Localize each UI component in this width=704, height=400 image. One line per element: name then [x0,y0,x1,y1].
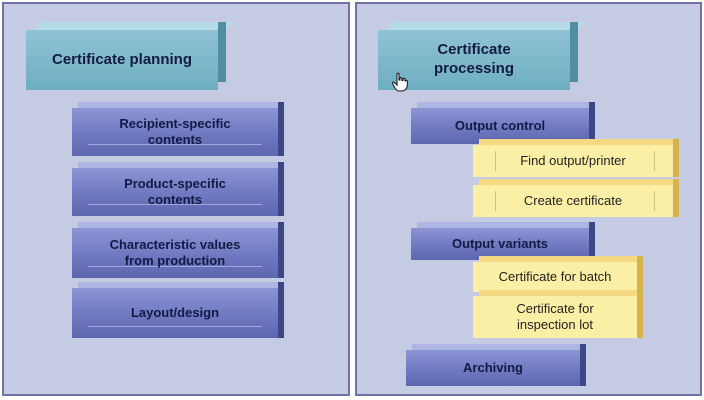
layout-design-block: Layout/design [72,282,284,338]
recipient-specific-label: Recipient-specific contents [119,115,231,147]
recipient-specific-block: Recipient-specific contents [72,102,284,156]
product-specific-label: Product-specific contents [124,175,226,207]
characteristic-values-label: Characteristic values from production [109,236,241,268]
certificate-planning-label: Certificate planning [51,50,193,68]
certificate-for-batch-label: Certificate for batch [498,268,612,284]
certificate-processing-label: Certificate processing [433,41,515,77]
find-output-printer-label: Find output/printer [520,152,626,168]
certificate-processing-block: Certificate processing [378,22,578,90]
find-output-printer-block: Find output/printer [473,139,679,177]
layout-design-label: Layout/design [130,304,220,320]
output-control-label: Output control [454,117,546,133]
certificate-planning-block: Certificate planning [26,22,226,90]
output-variants-block: Output variants [411,222,595,260]
hand-pointer-icon [391,72,408,92]
archiving-label: Archiving [463,359,523,375]
certificate-for-inspection-lot-label: Certificate for inspection lot [516,300,594,332]
characteristic-values-block: Characteristic values from production [72,222,284,278]
certificate-for-inspection-lot-block: Certificate for inspection lot [473,290,643,338]
archiving-block: Archiving [406,344,586,386]
product-specific-block: Product-specific contents [72,162,284,216]
certificate-for-batch-block: Certificate for batch [473,256,643,292]
output-control-block: Output control [411,102,595,144]
output-variants-label: Output variants [451,235,549,251]
create-certificate-block: Create certificate [473,179,679,217]
create-certificate-label: Create certificate [523,192,623,208]
